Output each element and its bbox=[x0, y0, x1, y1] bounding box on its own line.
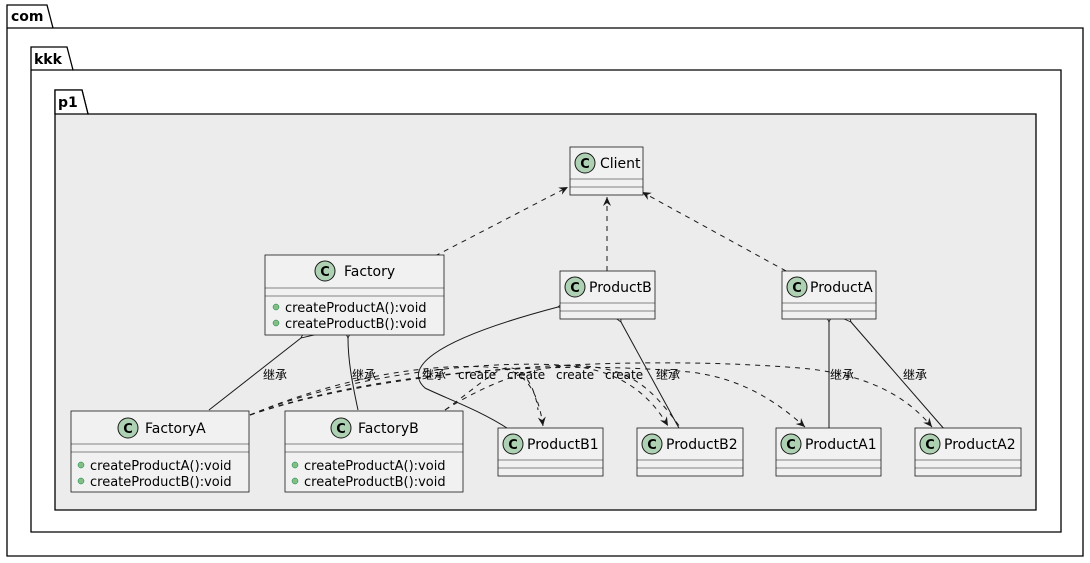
class-icon bbox=[330, 417, 352, 439]
class-icon bbox=[117, 417, 139, 439]
class-icon bbox=[786, 276, 808, 298]
edge-factorya-factory bbox=[208, 338, 301, 411]
edge-factoryb-factory bbox=[348, 338, 359, 411]
class-factoryb[interactable]: C FactoryB createProductA():void createP… bbox=[284, 410, 464, 493]
class-icon bbox=[502, 433, 524, 455]
class-client[interactable]: C Client bbox=[569, 146, 644, 196]
edge-factoryb-productb2 bbox=[444, 365, 681, 428]
public-method-icon bbox=[272, 303, 280, 311]
edge-factorya-productb2 bbox=[249, 363, 669, 427]
method-create-product-a: createProductA():void bbox=[304, 459, 446, 474]
class-icon bbox=[564, 276, 586, 298]
edge-producta-client bbox=[641, 191, 787, 272]
edge-label-create-1: create bbox=[458, 368, 496, 382]
edge-factorya-productb1 bbox=[249, 366, 546, 427]
class-producta2[interactable]: C ProductA2 bbox=[914, 427, 1022, 477]
edge-label-inherit-producta1: 继承 bbox=[830, 368, 854, 382]
class-name: ProductA bbox=[810, 280, 873, 296]
public-method-icon bbox=[77, 477, 85, 485]
class-factorya[interactable]: C FactoryA createProductA():void createP… bbox=[70, 410, 250, 493]
edge-labels: 继承 继承 继承 create create create create 继承 … bbox=[263, 368, 927, 382]
public-method-icon bbox=[291, 477, 299, 485]
class-name: FactoryB bbox=[358, 421, 419, 437]
edge-producta2-producta bbox=[851, 322, 946, 431]
class-icon-letter: C bbox=[570, 281, 580, 296]
edge-factory-client bbox=[434, 186, 569, 257]
package-com-label: com bbox=[11, 9, 44, 25]
edge-productb1-productb bbox=[417, 307, 558, 431]
public-method-icon bbox=[291, 461, 299, 469]
edge-label-inherit-factorya: 继承 bbox=[263, 368, 287, 382]
package-p1-label: p1 bbox=[58, 95, 78, 111]
class-name: ProductA2 bbox=[944, 437, 1016, 453]
class-name: FactoryA bbox=[145, 421, 206, 437]
class-name: ProductB bbox=[589, 280, 652, 296]
class-name: ProductB1 bbox=[527, 437, 599, 453]
edge-label-create-4: create bbox=[605, 368, 643, 382]
class-name: ProductB2 bbox=[666, 437, 738, 453]
edges bbox=[208, 186, 946, 431]
class-icon bbox=[919, 433, 941, 455]
edge-label-inherit-productb2: 继承 bbox=[656, 368, 680, 382]
class-icon-letter: C bbox=[580, 157, 590, 172]
class-icon-letter: C bbox=[508, 438, 518, 453]
class-icon bbox=[314, 260, 336, 282]
class-producta[interactable]: C ProductA bbox=[781, 270, 877, 320]
public-method-icon bbox=[77, 461, 85, 469]
package-kkk-label: kkk bbox=[34, 52, 63, 68]
class-icon-letter: C bbox=[647, 438, 657, 453]
class-icon-letter: C bbox=[792, 281, 802, 296]
class-factory[interactable]: C Factory createProductA():void createPr… bbox=[264, 254, 445, 336]
method-create-product-a: createProductA():void bbox=[90, 459, 232, 474]
class-icon-letter: C bbox=[123, 422, 133, 437]
edge-label-create-3: create bbox=[556, 368, 594, 382]
method-create-product-b: createProductB():void bbox=[90, 475, 232, 490]
class-productb1[interactable]: C ProductB1 bbox=[497, 427, 604, 477]
edge-factorya-producta1 bbox=[249, 366, 806, 428]
package-p1: p1 bbox=[54, 89, 1037, 511]
class-icon-letter: C bbox=[336, 422, 346, 437]
edge-label-inherit-productb1: 继承 bbox=[422, 368, 446, 382]
edge-label-inherit-producta2: 继承 bbox=[903, 368, 927, 382]
edge-label-create-2: create bbox=[507, 368, 545, 382]
class-name: Client bbox=[600, 156, 641, 172]
edge-factoryb-productb1 bbox=[444, 367, 539, 411]
class-name: ProductA1 bbox=[805, 437, 877, 453]
class-icon bbox=[780, 433, 802, 455]
class-icon bbox=[574, 152, 596, 174]
class-productb[interactable]: C ProductB bbox=[559, 270, 656, 320]
class-producta1[interactable]: C ProductA1 bbox=[775, 427, 882, 477]
class-productb2[interactable]: C ProductB2 bbox=[636, 427, 744, 477]
method-create-product-b: createProductB():void bbox=[285, 317, 427, 332]
edge-label-inherit-factoryb: 继承 bbox=[352, 368, 376, 382]
class-icon-letter: C bbox=[320, 265, 330, 280]
method-create-product-a: createProductA():void bbox=[285, 301, 427, 316]
edge-productb2-productb bbox=[621, 322, 681, 431]
public-method-icon bbox=[272, 319, 280, 327]
class-icon-letter: C bbox=[925, 438, 935, 453]
class-icon-letter: C bbox=[786, 438, 796, 453]
method-create-product-b: createProductB():void bbox=[304, 475, 446, 490]
class-icon bbox=[641, 433, 663, 455]
class-name: Factory bbox=[344, 264, 395, 280]
